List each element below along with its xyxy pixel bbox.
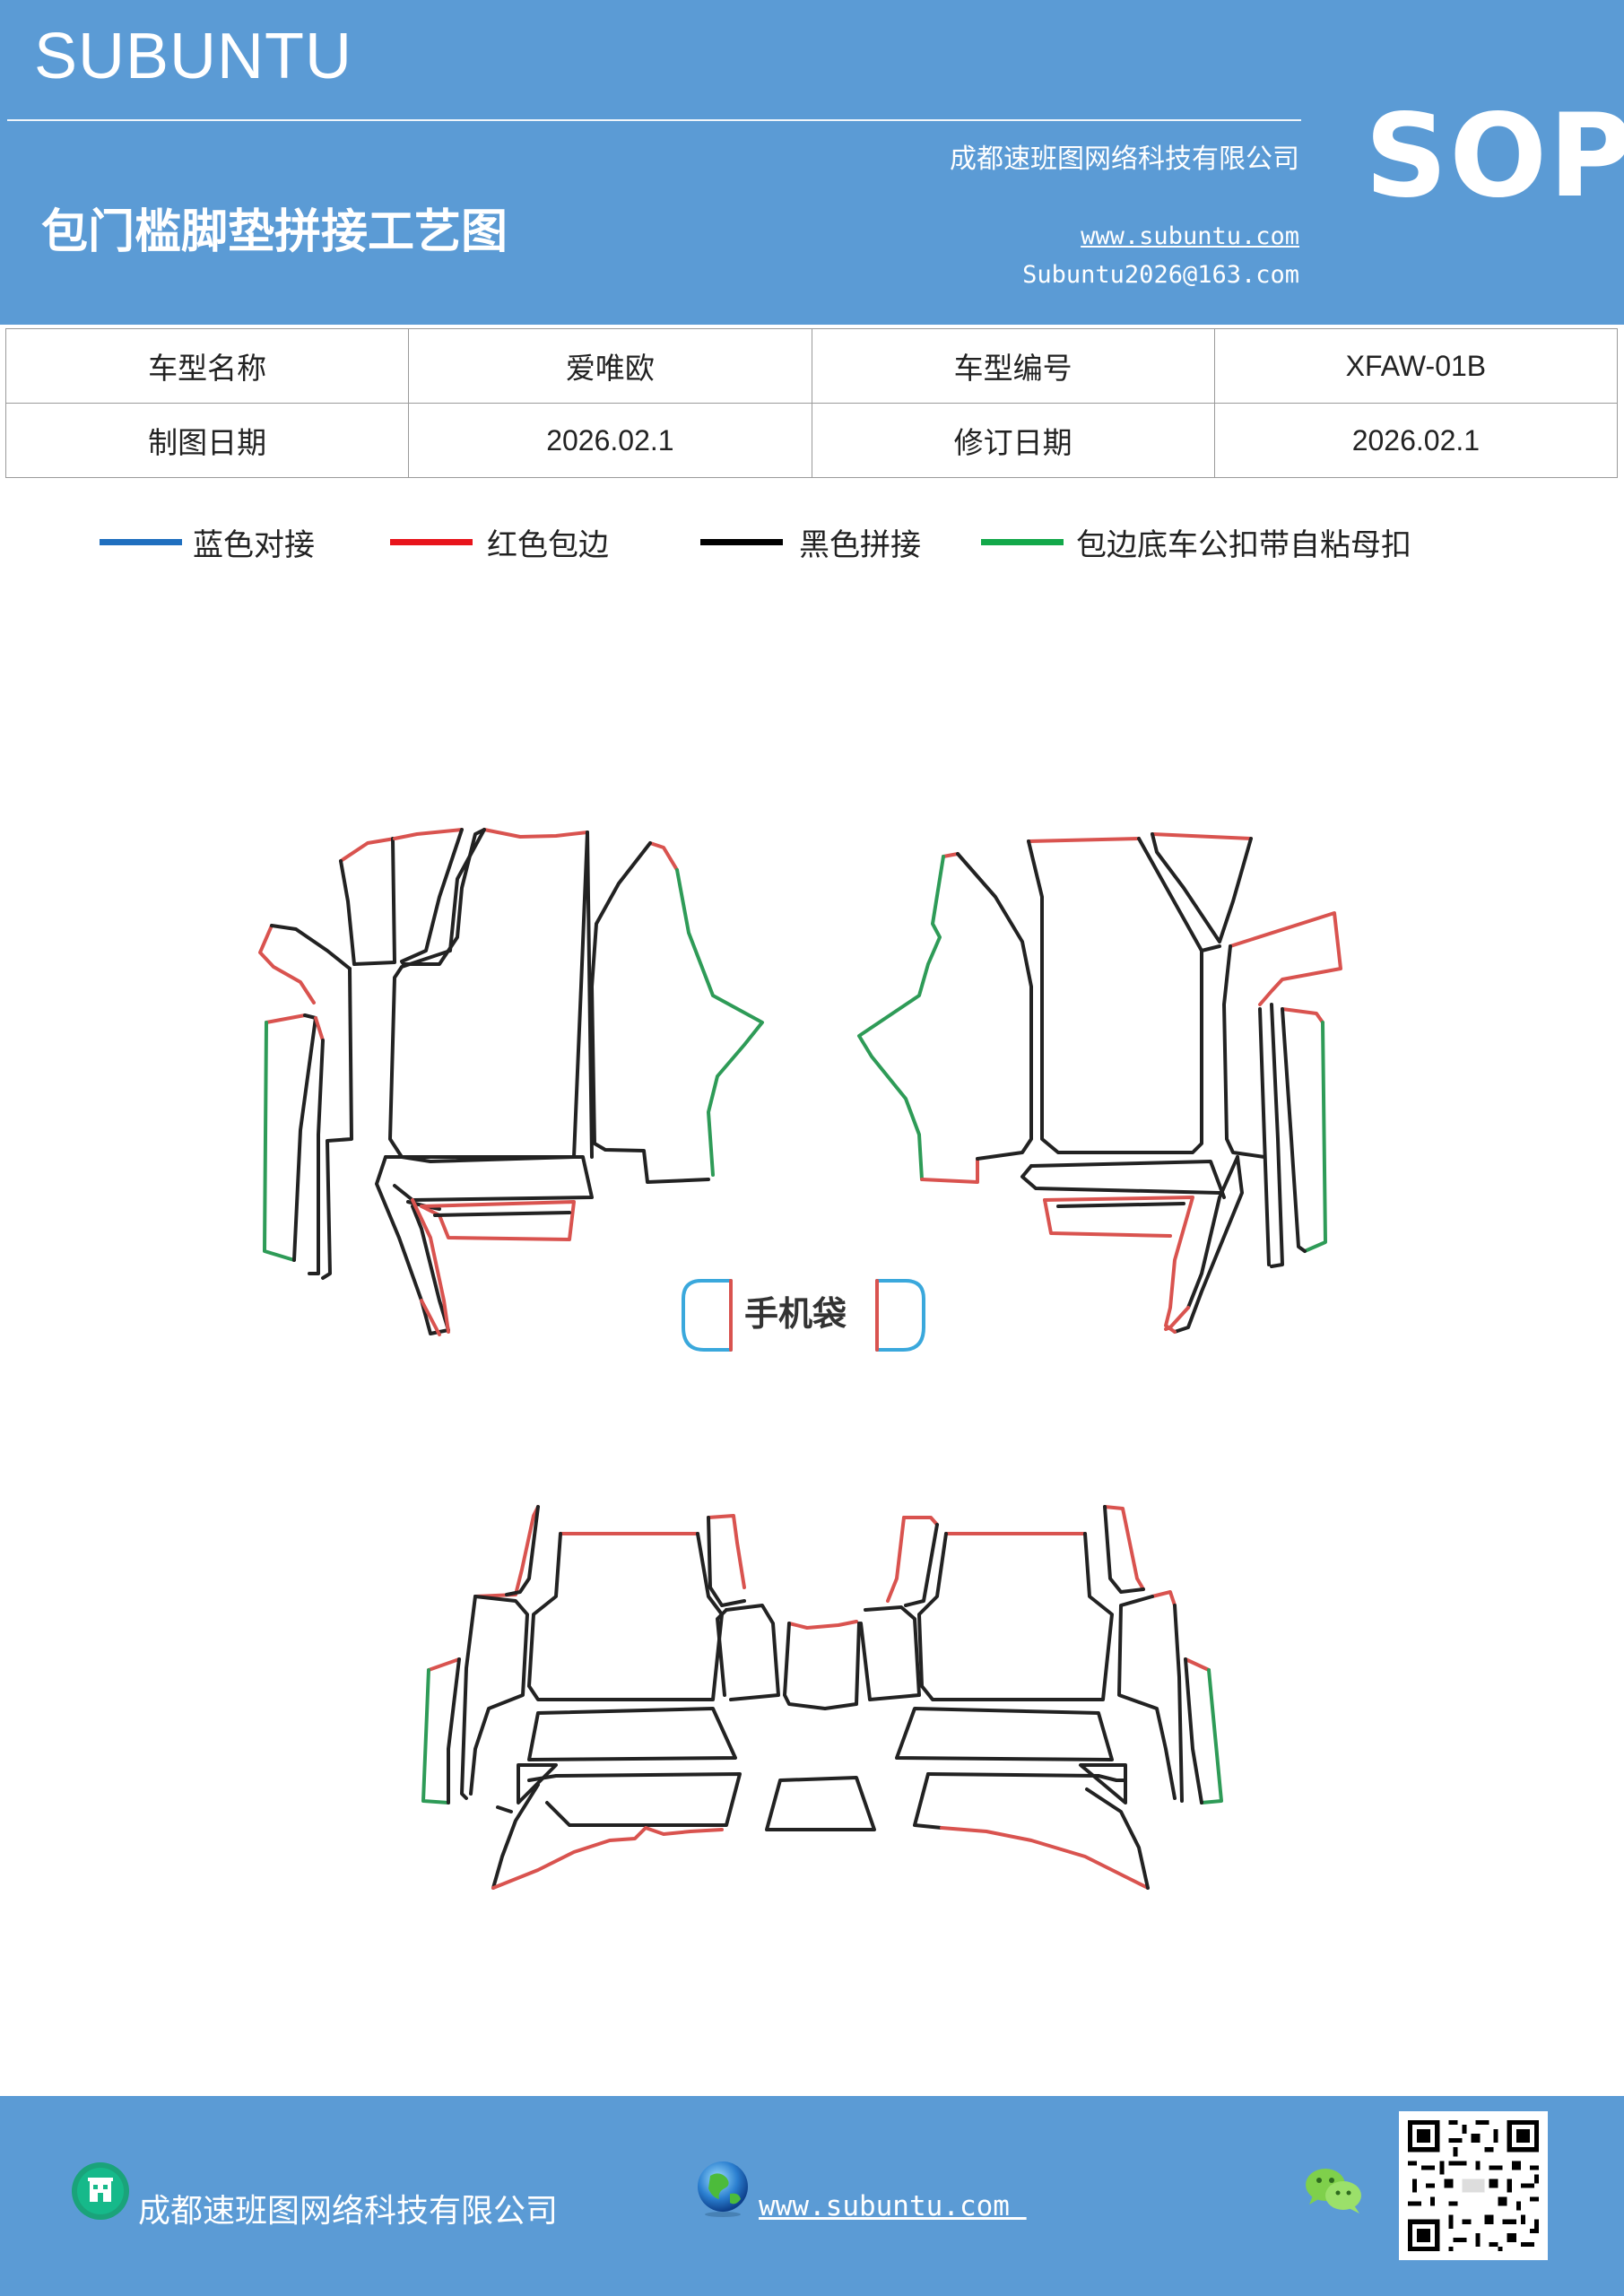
website-link[interactable]: www.subuntu.com xyxy=(1081,222,1299,250)
legend-swatch-red xyxy=(390,539,473,545)
value-model-name: 爱唯欧 xyxy=(408,328,812,404)
front-left-mat xyxy=(258,828,764,1336)
phone-pocket-pieces xyxy=(682,1279,925,1352)
email-address: Subuntu2026@163.com xyxy=(1022,261,1299,289)
legend-swatch-green xyxy=(981,539,1064,545)
table-row: 制图日期 2026.02.1 修订日期 2026.02.1 xyxy=(4,403,1619,478)
company-name: 成都速班图网络科技有限公司 xyxy=(950,144,1299,175)
label-draw-date: 制图日期 xyxy=(4,403,410,478)
front-right-mat xyxy=(857,832,1342,1334)
footer-company-name: 成都速班图网络科技有限公司 xyxy=(138,2193,559,2230)
qr-code[interactable] xyxy=(1399,2111,1548,2260)
label-model-code: 车型编号 xyxy=(811,328,1215,404)
building-icon xyxy=(72,2162,129,2220)
value-draw-date: 2026.02.1 xyxy=(408,403,812,478)
legend-label-red: 红色包边 xyxy=(487,527,609,563)
header-divider xyxy=(7,119,1301,121)
vehicle-info-table: 车型名称 爱唯欧 车型编号 XFAW-01B 制图日期 2026.02.1 修订… xyxy=(4,328,1619,478)
wechat-icon xyxy=(1306,2169,1361,2213)
label-revision-date: 修订日期 xyxy=(811,403,1215,478)
legend-swatch-blue xyxy=(100,539,182,545)
legend-label-black: 黑色拼接 xyxy=(799,527,921,563)
globe-icon xyxy=(698,2161,748,2217)
value-revision-date: 2026.02.1 xyxy=(1213,403,1619,478)
sop-label: SOP xyxy=(1365,90,1624,223)
legend-label-green: 包边底车公扣带自粘母扣 xyxy=(1076,527,1411,563)
footer-website-link[interactable]: www.subuntu.com xyxy=(759,2190,1027,2222)
legend-swatch-black xyxy=(700,539,783,545)
legend-label-blue: 蓝色对接 xyxy=(193,527,315,563)
phone-pocket-label: 手机袋 xyxy=(744,1294,847,1334)
value-model-code: XFAW-01B xyxy=(1213,328,1619,404)
rear-mat-set xyxy=(421,1505,1223,1890)
header-banner xyxy=(0,0,1624,325)
brand-name: SUBUNTU xyxy=(34,21,353,92)
document-title: 包门槛脚垫拼接工艺图 xyxy=(41,205,508,259)
table-row: 车型名称 爱唯欧 车型编号 XFAW-01B xyxy=(4,328,1619,404)
color-legend: 蓝色对接 红色包边 黑色拼接 包边底车公扣带自粘母扣 xyxy=(0,520,1624,574)
label-model-name: 车型名称 xyxy=(4,328,410,404)
